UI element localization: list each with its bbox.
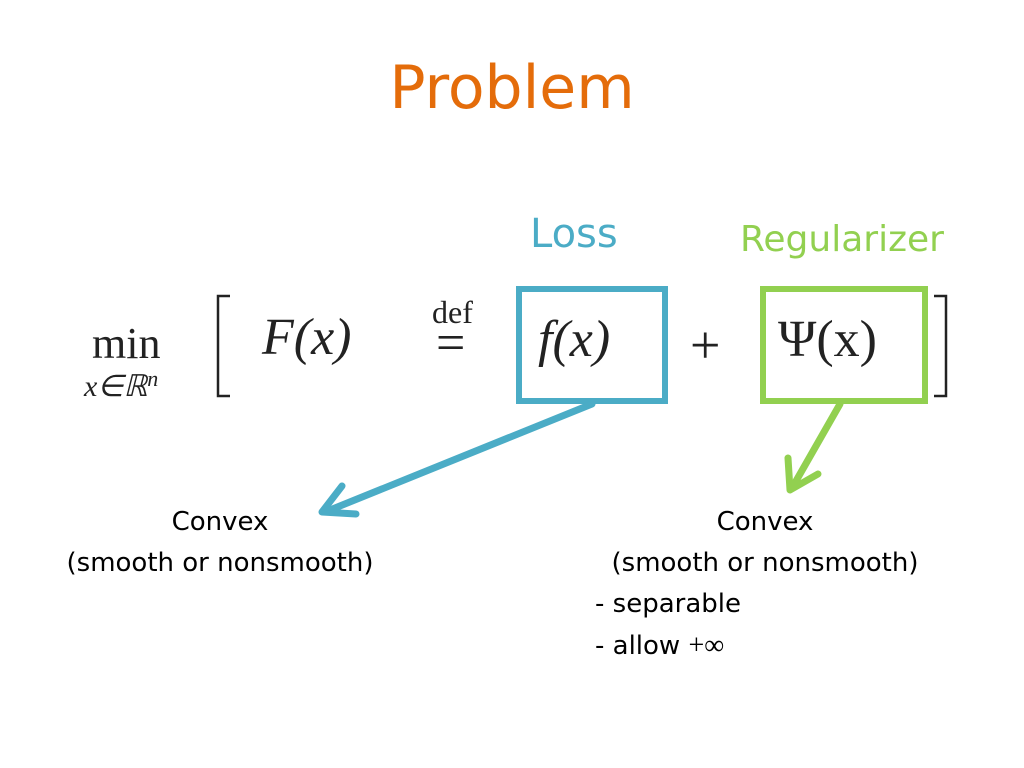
right-bracket (934, 294, 948, 398)
min-subscript: x∈ℝn (84, 368, 158, 403)
loss-note-line1: Convex (171, 507, 269, 537)
left-bracket (216, 294, 230, 398)
reg-bullet-separable: - separable (595, 589, 741, 619)
reg-note-line2: (smooth or nonsmooth) (611, 548, 919, 578)
regularizer-arrow-shaft (788, 400, 844, 492)
regularizer-notes: Convex (smooth or nonsmooth) - separable… (575, 502, 955, 667)
min-subscript-exp: n (147, 366, 159, 391)
regularizer-label: Regularizer (740, 219, 944, 260)
loss-term: f(x) (538, 311, 611, 368)
def-marker: def (432, 294, 473, 330)
min-operator: min (92, 319, 161, 368)
loss-arrow-shaft (326, 400, 596, 514)
loss-notes: Convex (smooth or nonsmooth) (30, 502, 410, 584)
loss-note-line2: (smooth or nonsmooth) (66, 548, 374, 578)
slide-title: Problem (389, 53, 635, 123)
plus-infinity-symbol: +∞ (688, 630, 725, 661)
loss-label: Loss (530, 211, 618, 257)
regularizer-arrow-head (784, 454, 822, 494)
loss-arrow-head (318, 482, 360, 518)
reg-bullet-allow-prefix: - allow (595, 631, 689, 661)
regularizer-term: Ψ(x) (778, 311, 877, 368)
regularizer-box (760, 286, 928, 404)
plus-sign: + (690, 315, 721, 375)
objective-lhs: F(x) (262, 309, 352, 366)
reg-note-line1: Convex (716, 507, 814, 537)
reg-bullet-allow-infinity: - allow +∞ (575, 625, 955, 667)
min-subscript-var: x∈ℝ (84, 370, 148, 403)
equals-sign: = (436, 315, 466, 372)
